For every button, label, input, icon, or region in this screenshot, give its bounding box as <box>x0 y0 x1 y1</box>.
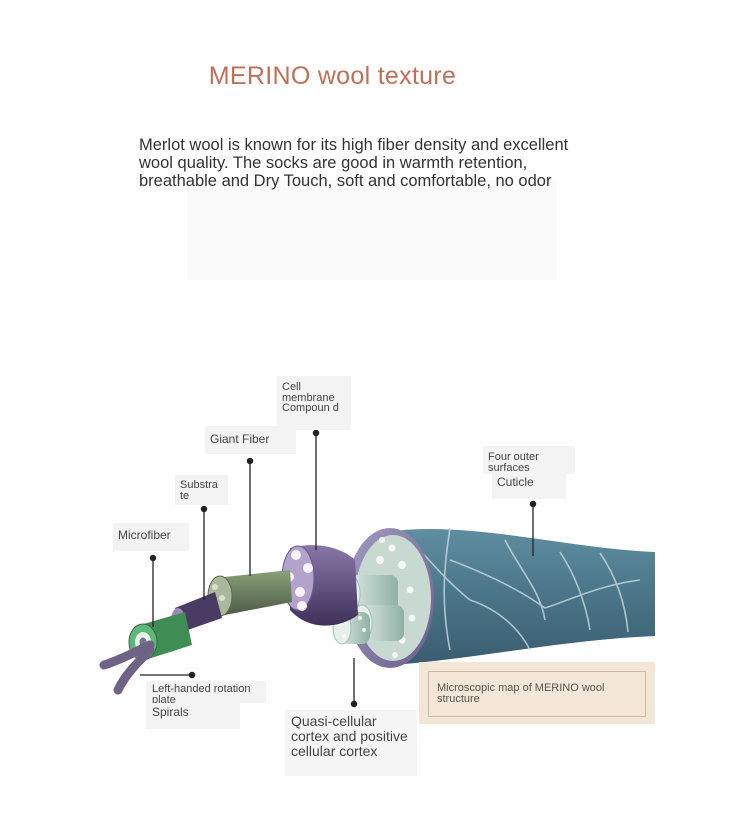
label-four-outer-surfaces: Four outer surfaces <box>483 446 575 474</box>
description-text: Merlot wool is known for its high fiber … <box>139 136 569 190</box>
caption-panel <box>419 662 655 724</box>
label-giant-fiber: Giant Fiber <box>205 426 296 454</box>
label-cortex: Quasi-cellular cortex and positive cellu… <box>285 710 417 776</box>
spirals <box>99 640 155 695</box>
label-microfiber: Microfiber <box>113 523 189 551</box>
label-left-handed-rotation: Left-handed rotation plate <box>146 681 266 705</box>
text-backdrop <box>187 180 557 280</box>
label-spirals: Spirals <box>146 703 240 729</box>
label-substrate: Substra te <box>175 475 228 505</box>
cuticle-scale-lines <box>409 527 641 651</box>
label-cell-membrane: Cell membrane Compoun d <box>277 376 351 430</box>
label-cuticle: Cuticle <box>492 472 566 499</box>
leader-lines <box>140 429 537 708</box>
page-title: MERINO wool texture <box>208 62 457 90</box>
giant-fiber <box>215 570 292 615</box>
cuticle-sheath <box>385 529 655 665</box>
caption-text: Microscopic map of MERINO wool structure <box>428 671 646 717</box>
